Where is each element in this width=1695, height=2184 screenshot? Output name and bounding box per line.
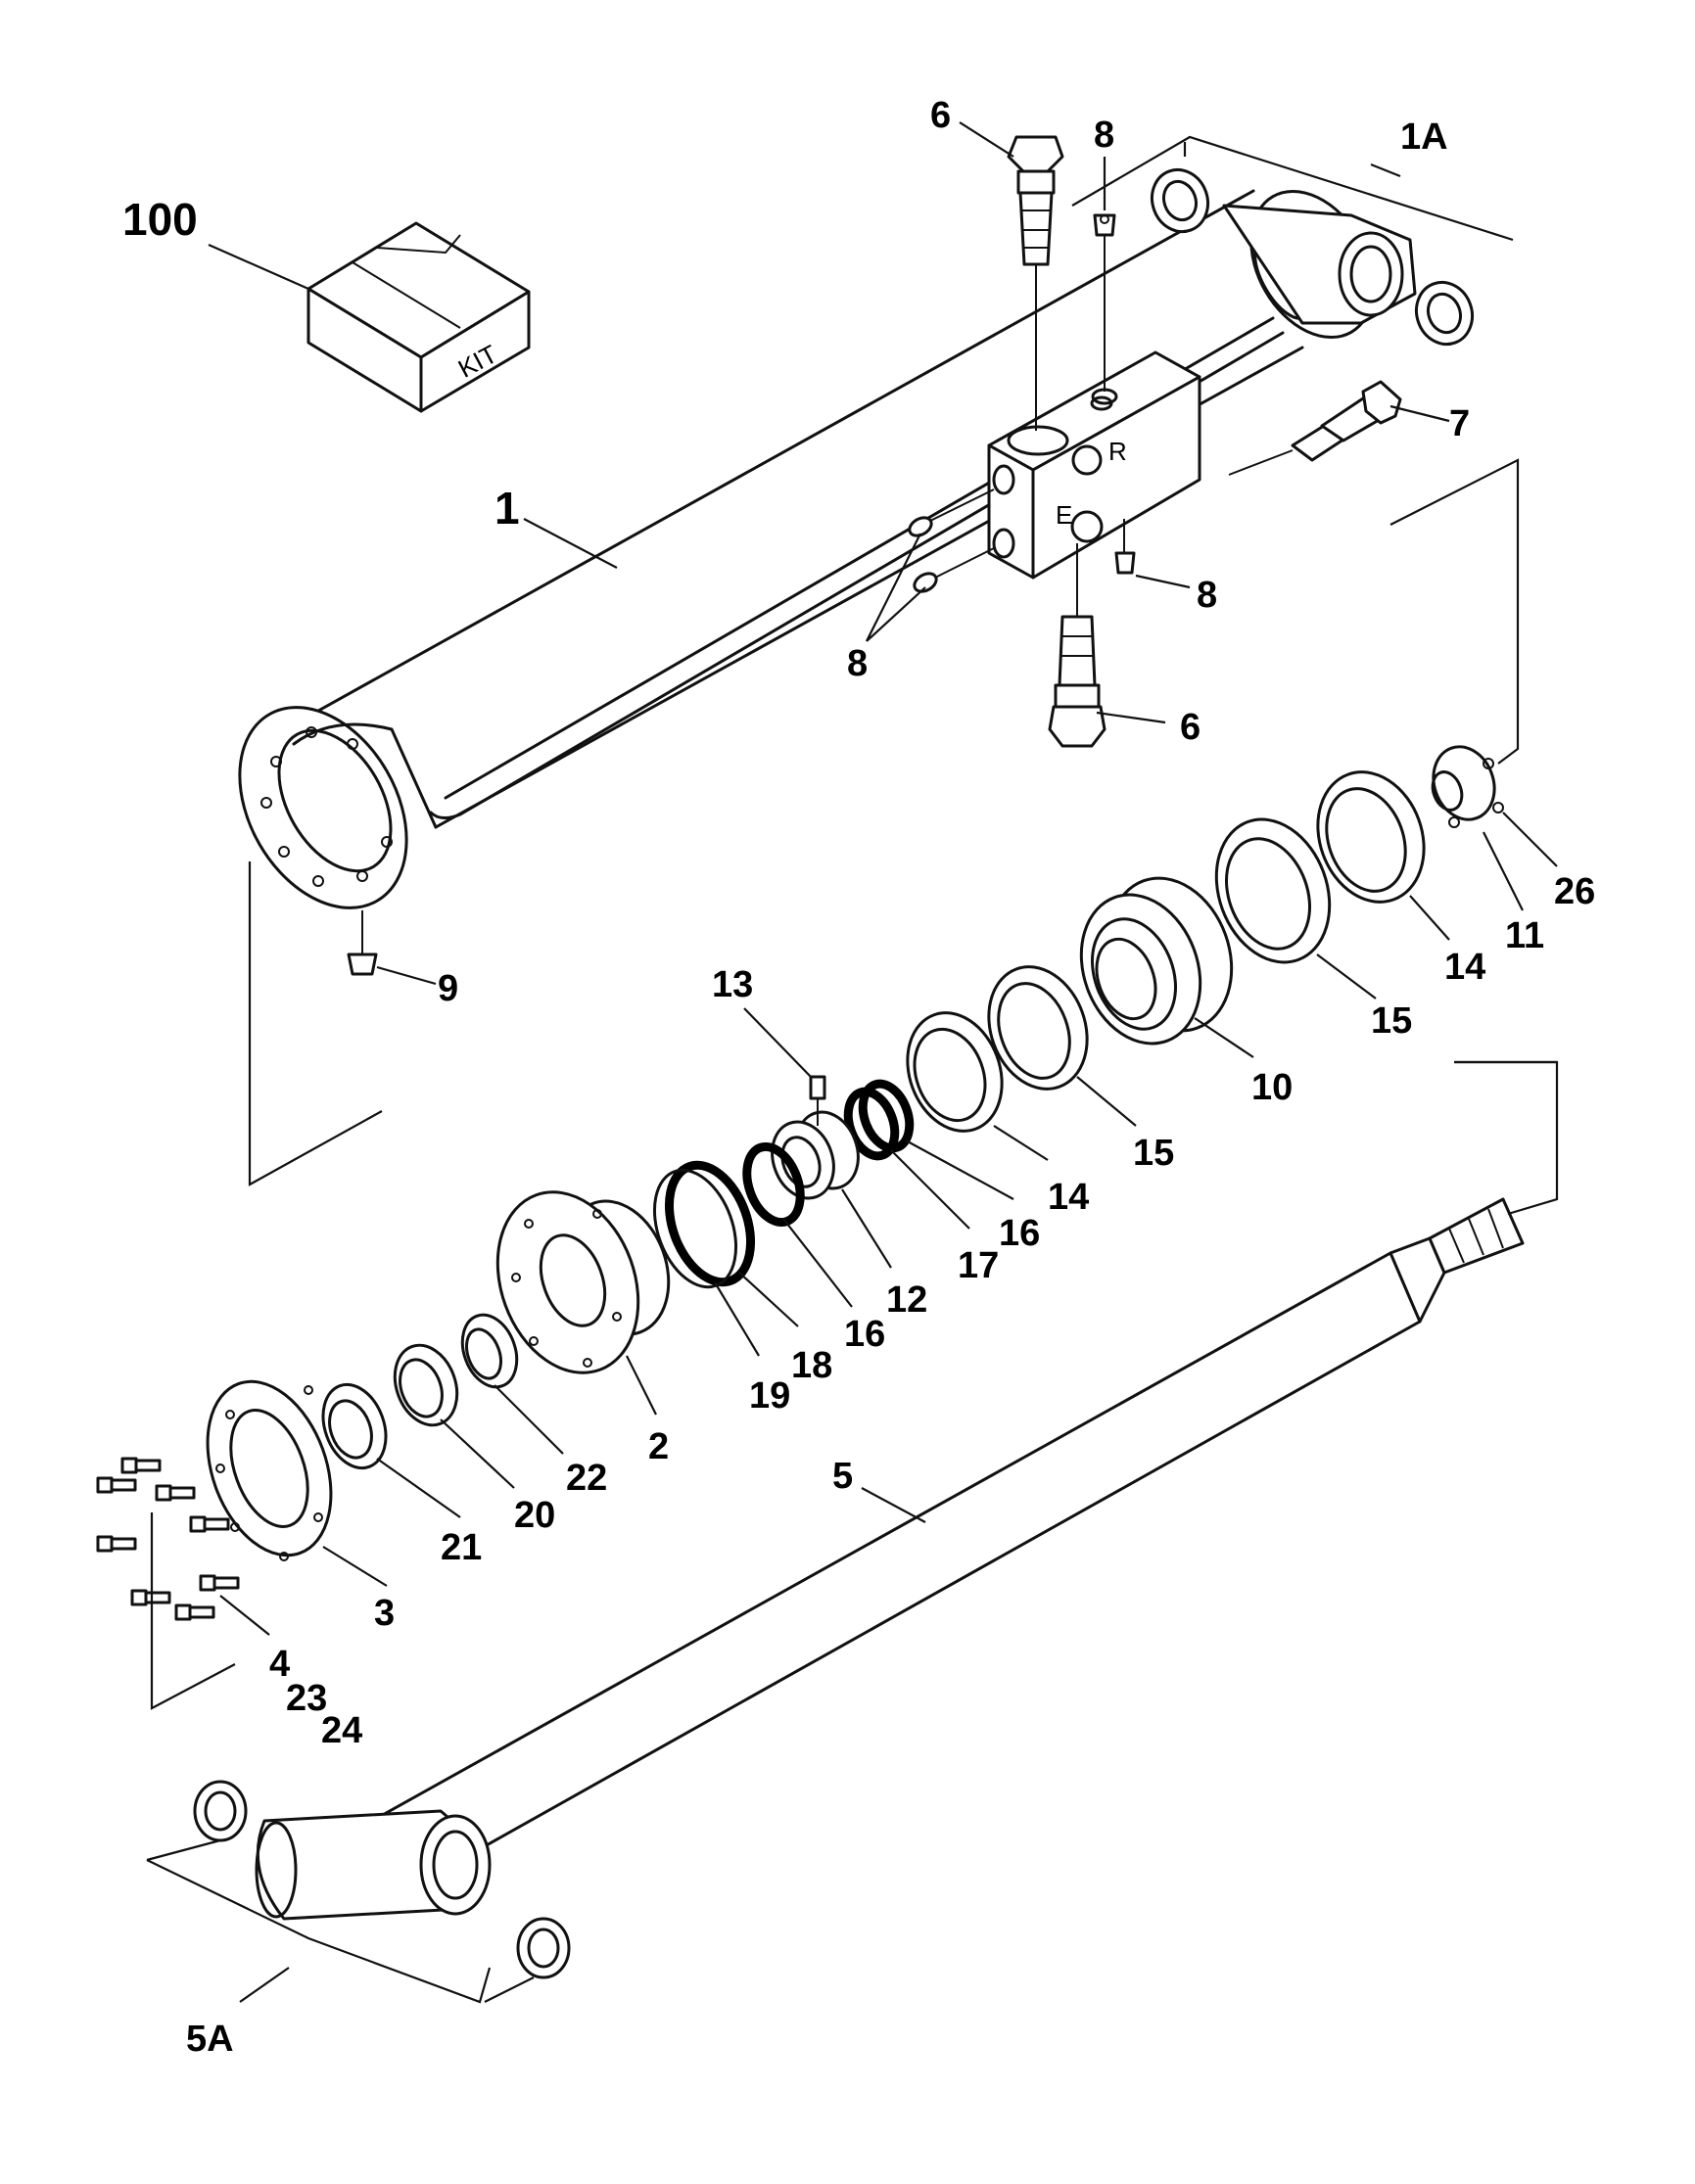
callout-14-right: 14 xyxy=(1444,947,1485,988)
gland-seals xyxy=(321,1313,519,1470)
callout-17: 17 xyxy=(958,1245,999,1286)
plug-fittings xyxy=(908,213,1136,593)
retainer-flange xyxy=(206,1379,333,1561)
callout-7: 7 xyxy=(1449,403,1470,444)
callout-20: 20 xyxy=(514,1495,555,1536)
callout-6-bottom: 6 xyxy=(1180,707,1201,748)
assembly-lines xyxy=(146,135,1559,2004)
bolts xyxy=(96,1457,240,1621)
svg-text:E: E xyxy=(1056,500,1072,530)
gland xyxy=(495,1190,671,1374)
callout-8-right: 8 xyxy=(1197,575,1217,616)
callout-8-left: 8 xyxy=(847,643,868,684)
callout-10: 10 xyxy=(1251,1067,1293,1108)
callout-24: 24 xyxy=(321,1710,362,1751)
callout-4: 4 xyxy=(269,1644,290,1685)
callout-21: 21 xyxy=(441,1527,482,1568)
kit-box: KIT xyxy=(306,221,531,413)
callout-12: 12 xyxy=(886,1279,927,1321)
callout-15-right: 15 xyxy=(1371,1000,1412,1042)
callout-labels: 100 6 8 1A 7 1 8 8 6 9 13 26 11 14 15 10… xyxy=(122,95,1595,2060)
callout-23: 23 xyxy=(286,1678,327,1719)
callout-19: 19 xyxy=(749,1375,790,1417)
callout-2: 2 xyxy=(648,1426,669,1467)
callout-15-mid: 15 xyxy=(1133,1133,1174,1174)
valve-block: R E xyxy=(987,350,1201,580)
hydraulic-fitting-bottom xyxy=(1048,543,1106,748)
quick-coupler-fitting xyxy=(1228,380,1402,476)
callout-16-left: 16 xyxy=(844,1314,885,1355)
callout-1: 1 xyxy=(494,483,520,534)
callout-13: 13 xyxy=(712,964,753,1005)
grease-fitting xyxy=(347,910,378,976)
callout-5: 5 xyxy=(832,1456,853,1497)
callout-3: 3 xyxy=(374,1593,395,1634)
callout-22: 22 xyxy=(566,1458,607,1499)
callout-16-right: 16 xyxy=(999,1213,1040,1254)
callout-5a: 5A xyxy=(186,2019,234,2060)
piston-rod xyxy=(193,1197,1525,1979)
callout-14-mid: 14 xyxy=(1048,1177,1089,1218)
piston-assembly xyxy=(652,745,1504,1289)
callout-6-top: 6 xyxy=(930,95,951,136)
callout-8-top: 8 xyxy=(1094,115,1114,156)
callout-100: 100 xyxy=(122,194,198,245)
callout-1a: 1A xyxy=(1400,116,1448,158)
callout-11: 11 xyxy=(1505,915,1544,956)
svg-text:R: R xyxy=(1108,437,1127,466)
callout-9: 9 xyxy=(438,968,458,1009)
callout-18: 18 xyxy=(791,1345,832,1386)
leader-lines xyxy=(208,121,1558,2003)
callout-26: 26 xyxy=(1554,871,1595,912)
hydraulic-fitting-top xyxy=(1007,135,1064,431)
